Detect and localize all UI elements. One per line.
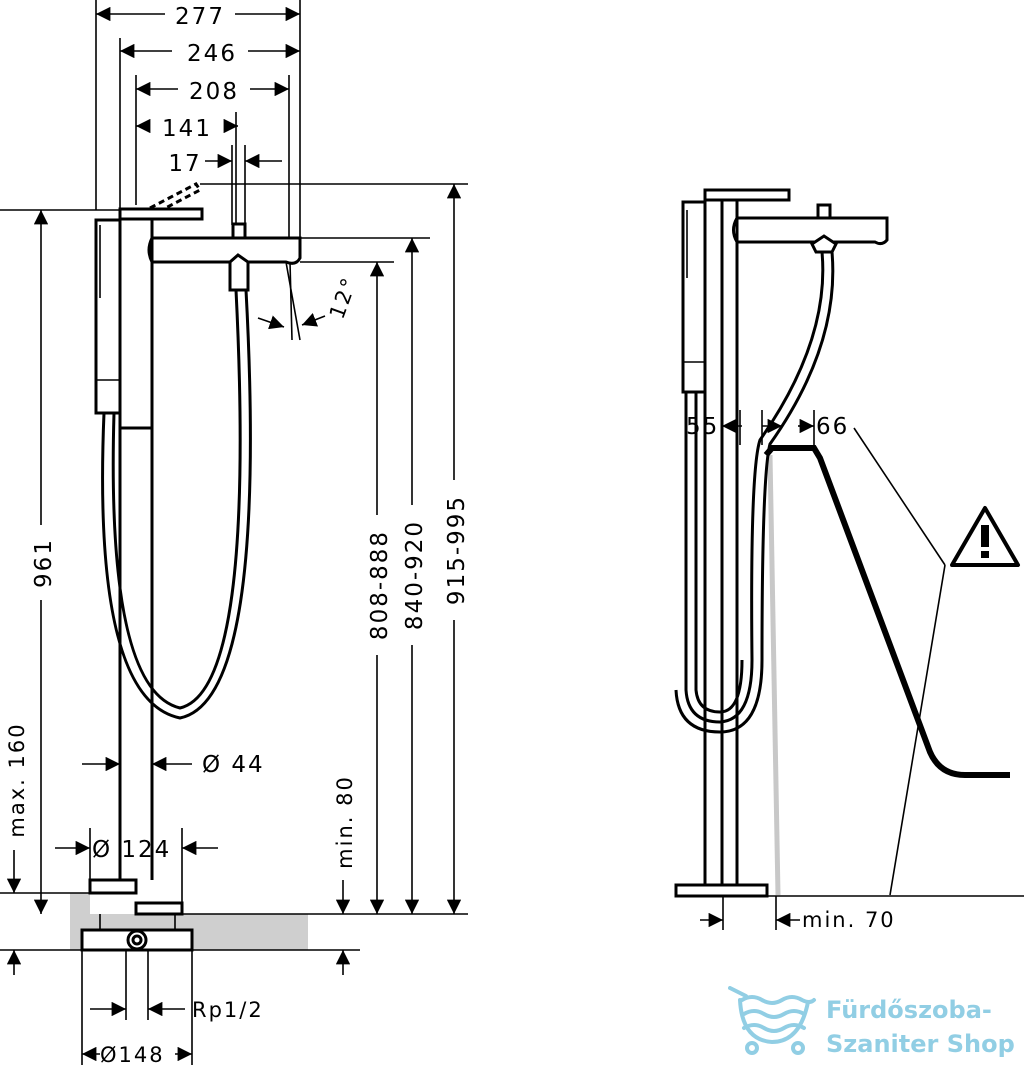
dim-808-888: 808-888 [367,530,393,640]
side-hand-shower [681,200,707,394]
dim-diam-148: Ø148 [100,1043,165,1067]
angle-12: 12° [325,273,362,322]
dim-diam-124: Ø 124 [92,837,171,863]
side-base [674,883,769,898]
dim-min-70: min. 70 [802,908,896,932]
dim-min-80: min. 80 [333,775,357,869]
dim-141: 141 [162,116,212,142]
lever-handle [118,207,204,221]
dim-17: 17 [168,151,201,177]
dim-961: 961 [31,538,57,588]
bathtub-logo-icon [728,986,816,1055]
warning-icon [950,506,1020,567]
watermark-line-2: Szaniter Shop [826,1030,1015,1058]
dim-max-160: max. 160 [5,722,29,837]
dim-840-920: 840-920 [402,520,428,630]
dim-208: 208 [189,79,239,105]
side-spout [735,216,889,246]
front-view: 277 246 208 141 17 [0,0,470,1067]
dim-277: 277 [175,4,225,30]
side-view: 55 66 min. 70 [674,188,1024,932]
bathtub-rim [763,445,1010,778]
side-hose [684,251,825,724]
watermark-logo: Fürdőszoba- Szaniter Shop [728,986,1015,1058]
dim-55: 55 [686,414,719,440]
dim-915-995: 915-995 [444,495,470,605]
thread-rp-1-2: Rp1/2 [192,998,264,1022]
dim-66: 66 [816,414,849,440]
watermark-line-1: Fürdőszoba- [826,996,992,1024]
floor-section-upper [70,893,90,914]
base-plate [88,878,138,895]
dim-246: 246 [187,41,237,67]
dim-diam-44: Ø 44 [202,752,265,778]
spout [150,236,302,265]
diverter [231,222,247,240]
shower-hose [101,289,252,720]
